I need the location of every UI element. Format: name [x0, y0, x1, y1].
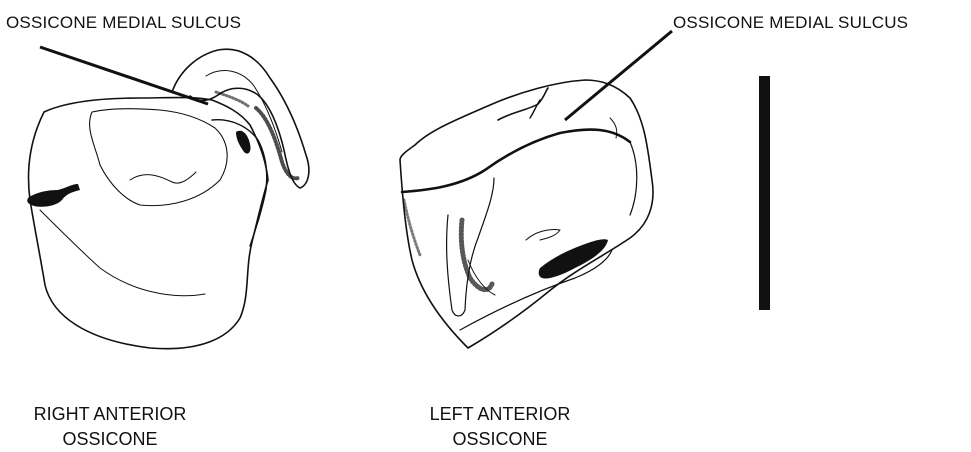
right-anterior-ossicone-caption: RIGHT ANTERIOR OSSICONE	[20, 402, 200, 452]
right-ossicone-foramen-lateral	[27, 184, 80, 207]
right-ossicone-inner-detail	[130, 172, 196, 183]
left-ossicone-stipple	[461, 220, 492, 290]
left-anterior-ossicone-drawing	[400, 80, 653, 348]
right-ossicone-sulcus-stipple	[256, 108, 298, 178]
right-anterior-caption-line2: OSSICONE	[20, 427, 200, 452]
left-anterior-caption-line1: LEFT ANTERIOR	[410, 402, 590, 427]
right-ossicone-base-line	[40, 210, 205, 296]
right-ossicone-callout-line	[40, 47, 208, 104]
left-ossicone-inner-detail	[526, 229, 560, 240]
right-ossicone-crest	[172, 49, 309, 188]
scale-bar	[759, 76, 770, 310]
left-ossicone-callout-line	[565, 31, 672, 120]
right-ossicone-foramen-upper	[236, 131, 251, 154]
left-anterior-ossicone-caption: LEFT ANTERIOR OSSICONE	[410, 402, 590, 452]
left-ossicone-crest-line	[402, 130, 630, 192]
left-anterior-caption-line2: OSSICONE	[410, 427, 590, 452]
left-ossicone-crest-notch	[530, 100, 540, 118]
right-anterior-ossicone-drawing	[27, 49, 309, 348]
right-callout-label: OSSICONE MEDIAL SULCUS	[673, 12, 908, 34]
right-ossicone-outline	[29, 98, 268, 349]
right-anterior-caption-line1: RIGHT ANTERIOR	[20, 402, 200, 427]
left-callout-label: OSSICONE MEDIAL SULCUS	[6, 12, 241, 34]
right-ossicone-inner-area	[90, 109, 228, 206]
left-ossicone-outline	[400, 80, 653, 348]
left-ossicone-right-margin	[630, 142, 637, 215]
left-ossicone-medial-band	[447, 178, 494, 316]
